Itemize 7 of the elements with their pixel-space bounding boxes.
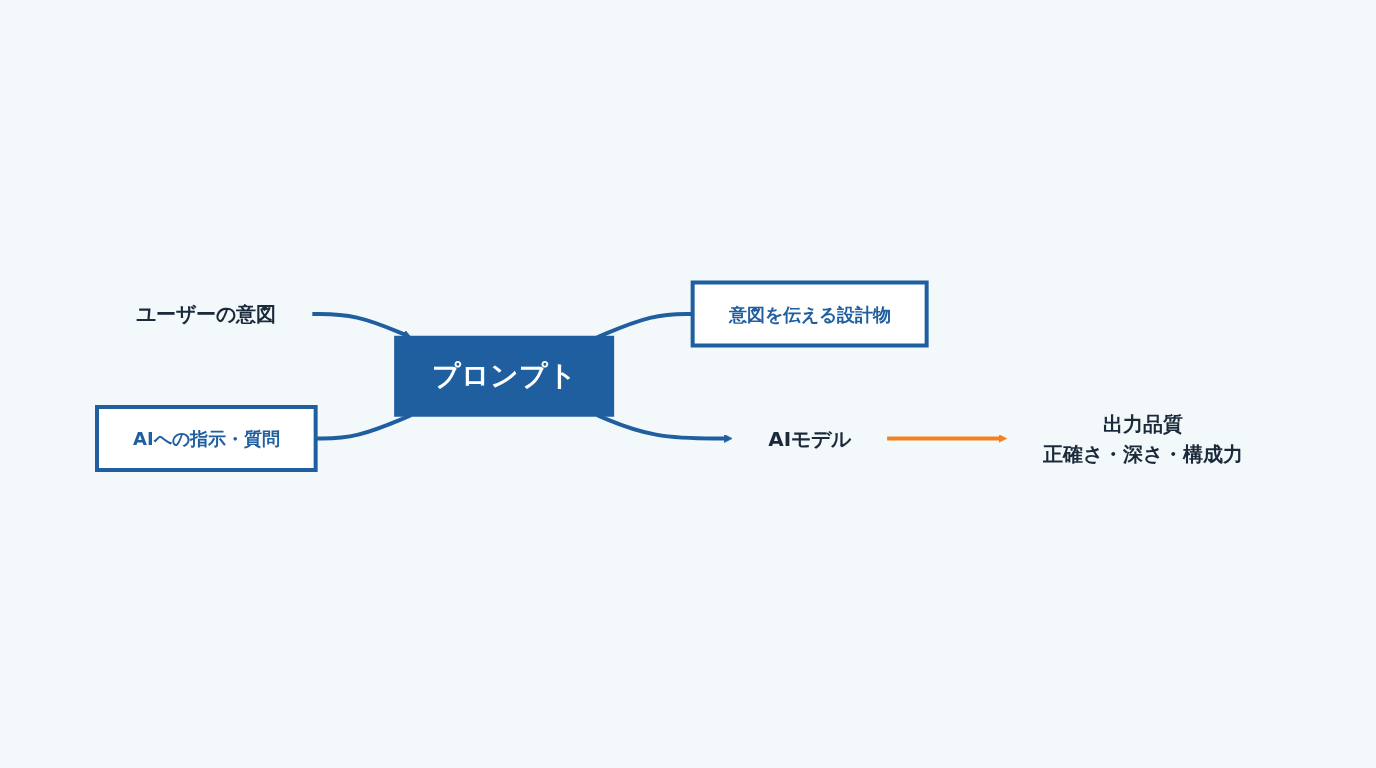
node-box: プロンプト xyxy=(394,336,615,417)
node-text: AIモデル xyxy=(768,426,852,451)
arrow xyxy=(887,434,1008,444)
node-text: 出力品質 正確さ・深さ・構成力 xyxy=(1042,411,1243,466)
node-box: AIへの指示・質問 xyxy=(95,405,318,473)
node-text: ユーザーの意図 xyxy=(136,302,277,327)
node-box: 意図を伝える設計物 xyxy=(690,280,929,348)
